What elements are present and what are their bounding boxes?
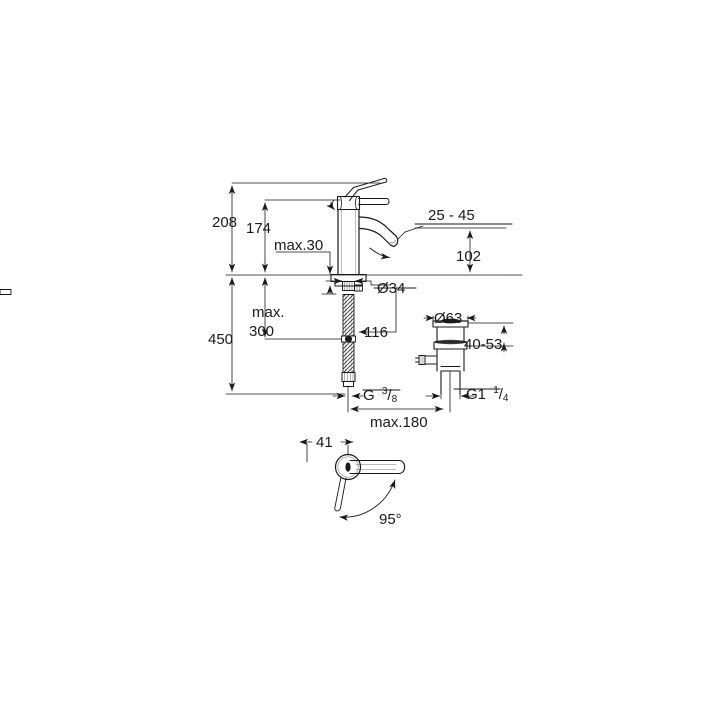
dim-116-label: 116 [364, 324, 388, 341]
dim-2545-leader [404, 225, 424, 233]
plan-swivel-arc [339, 479, 396, 521]
dimension-lines-plan [299, 438, 354, 463]
dim-102-label: 102 [456, 248, 481, 265]
handle-lever-horizontal [358, 198, 390, 205]
spout [358, 216, 399, 248]
supply-end-fitting [341, 372, 356, 387]
flexible-supply-hose [342, 294, 355, 373]
dim-41-label: 41 [316, 434, 333, 451]
dim-4053-label: 40-53 [464, 336, 502, 353]
dim-g114-label: G1 1/4 [466, 385, 509, 404]
dimension-text-group: 208 174 max.30 Ø34 25 - 45 102 450 max. … [208, 207, 509, 528]
dim-95deg-label: 95° [379, 511, 402, 528]
hose-connector [341, 335, 356, 343]
dim-2545-label: 25 - 45 [428, 207, 475, 224]
dim-208-label: 208 [212, 214, 237, 231]
mixer-body [337, 208, 360, 276]
mounting-shank [0, 281, 363, 295]
plan-view-geometry [334, 453, 406, 521]
dim-max30-label: max.30 [274, 237, 323, 254]
handle-cap [336, 195, 361, 211]
deck-escutcheon [330, 273, 367, 287]
handle-lever-raised [344, 177, 388, 201]
pop-up-waste-geometry [415, 318, 469, 395]
dim-max300-label-1: max. [252, 304, 285, 321]
dim-g38-label: G 3/8 [363, 386, 398, 405]
dim-d63-label: Ø63 [434, 310, 462, 327]
dim-d34-leader [370, 280, 390, 286]
faucet-elevation-geometry [0, 177, 399, 387]
dimension-lines-elevation [225, 182, 523, 413]
dim-max300-label-2: 300 [249, 323, 274, 340]
handle-swivel-arc [326, 199, 335, 211]
waste-side-boss [415, 355, 438, 365]
outlet-flow-arrow [369, 247, 390, 260]
dim-max180-label: max.180 [370, 414, 428, 431]
dim-450-label: 450 [208, 331, 233, 348]
dim-174-label: 174 [246, 220, 271, 237]
dim-d34-label: Ø34 [377, 280, 405, 297]
